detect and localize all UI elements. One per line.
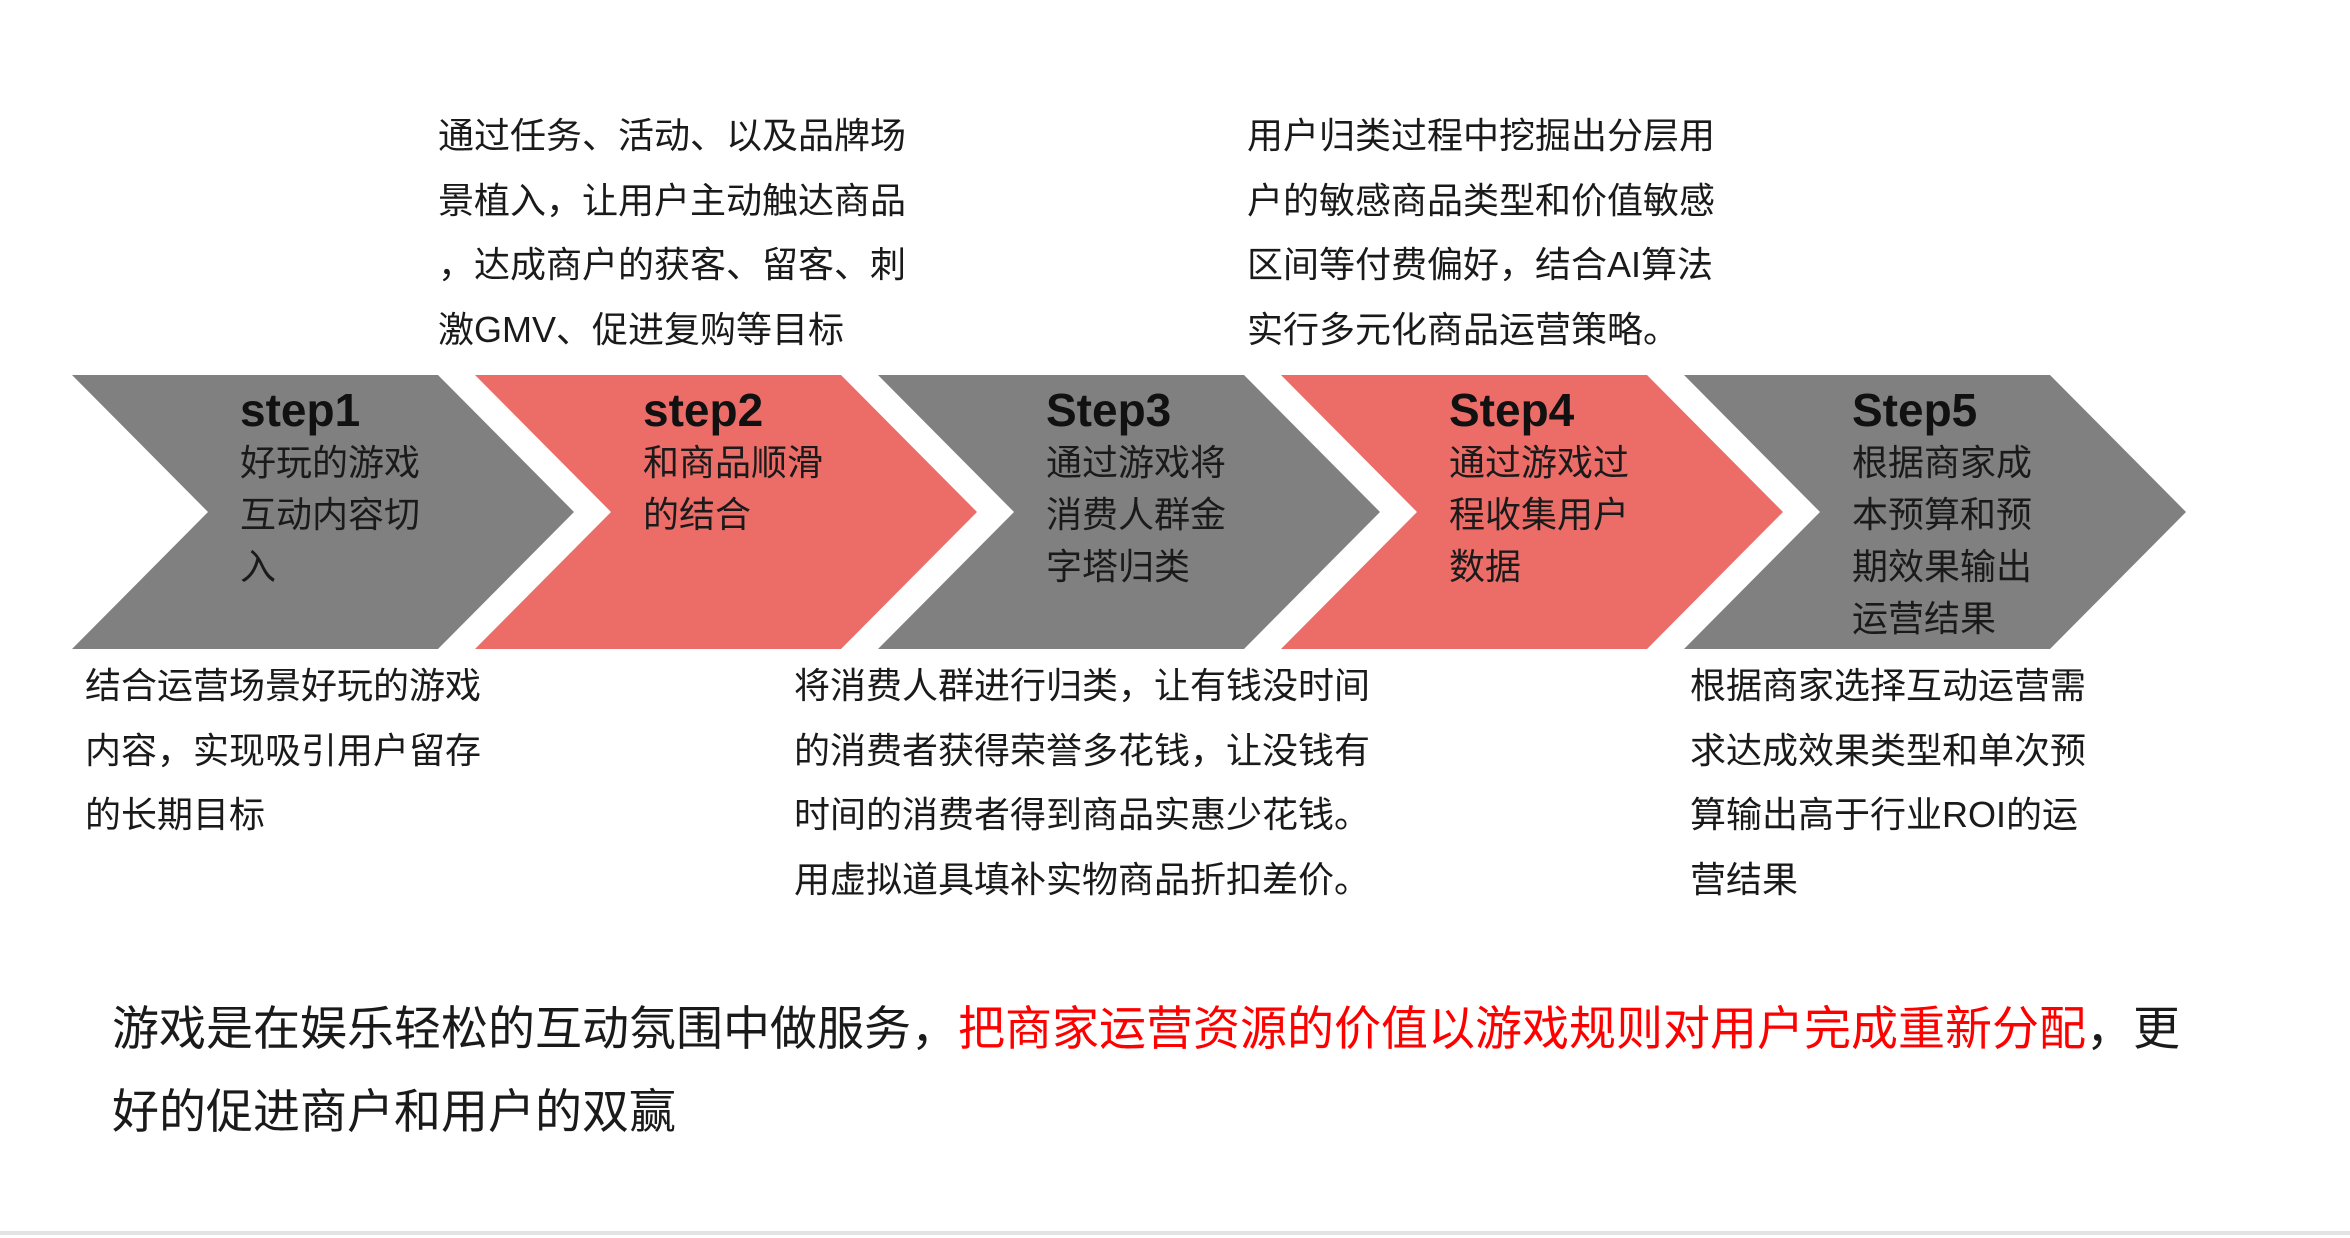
note-line: 用虚拟道具填补实物商品折扣差价。 [794,858,1371,900]
note-line: 将消费人群进行归类，让有钱没时间 [794,665,1371,706]
chevron-step1 [72,375,574,649]
step1-description: 好玩的游戏 互动内容切 入 [240,437,420,593]
note-below-step1: 结合运营场景好玩的游戏 内容，实现吸引用户留存 的长期目标 [85,654,481,848]
note-line: 通过任务、活动、以及品牌场 [438,115,907,156]
step3-description-line: 通过游戏将 [1046,442,1227,483]
note-line: 实行多元化商品运营策略。 [1247,308,1680,350]
note-below-step3: 将消费人群进行归类，让有钱没时间 的消费者获得荣誉多花钱，让没钱有 时间的消费者… [794,654,1370,912]
step5-description: 根据商家成 本预算和预 期效果输出 运营结果 [1852,437,2032,645]
summary-tail: ，更 [2086,1002,2180,1055]
summary-lead: 游戏是在娱乐轻松的互动氛围中做服务， [112,1002,958,1055]
note-line: 根据商家选择互动运营需 [1690,665,2087,706]
bottom-divider [0,1231,2350,1235]
step2-description-line: 和商品顺滑 [643,442,824,483]
note-line: 景植入，让用户主动触达商品 [438,179,907,221]
step5-description-line: 本预算和预 [1852,494,2033,535]
step3-title: Step3 [1046,384,1172,436]
step1-description-line: 互动内容切 [240,494,421,535]
step4-description-line: 数据 [1449,546,1522,587]
step4-description: 通过游戏过 程收集用户 数据 [1449,437,1629,593]
step4-description-line: 通过游戏过 [1449,442,1630,483]
summary-highlight: 把商家运营资源的价值以游戏规则对用户完成重新分配 [958,1002,2086,1055]
note-line: 营结果 [1690,858,1799,900]
summary-line-2: 好的促进商户和用户的双赢 [112,1085,676,1138]
step2-title: step2 [643,384,764,436]
note-line: ，达成商户的获客、留客、刺 [438,244,907,285]
step5-description-line: 运营结果 [1852,598,1997,639]
note-line: 求达成效果类型和单次预 [1690,729,2087,771]
step3-description-line: 字塔归类 [1046,546,1191,587]
step5-description-line: 根据商家成 [1852,442,2033,483]
step4-description-line: 程收集用户 [1449,494,1630,535]
note-line: 的长期目标 [85,794,266,835]
chevron-step5 [1684,375,2186,649]
step2-description-line: 的结合 [643,494,752,535]
step1-title: step1 [240,384,361,436]
step5-title: Step5 [1852,384,1978,436]
note-below-step5: 根据商家选择互动运营需 求达成效果类型和单次预 算输出高于行业ROI的运 营结果 [1690,654,2086,912]
step4-title: Step4 [1449,384,1575,436]
note-line: 区间等付费偏好，结合AI算法 [1247,244,1714,285]
step3-description-line: 消费人群金 [1046,494,1227,535]
summary-statement: 游戏是在娱乐轻松的互动氛围中做服务，把商家运营资源的价值以游戏规则对用户完成重新… [112,987,2180,1153]
step1-description-line: 好玩的游戏 [240,442,421,483]
note-above-step4: 用户归类过程中挖掘出分层用 户的敏感商品类型和价值敏感 区间等付费偏好，结合AI… [1247,104,1715,362]
note-line: 用户归类过程中挖掘出分层用 [1247,115,1716,156]
step5-description-line: 期效果输出 [1852,546,2033,587]
step1-description-line: 入 [240,546,277,587]
process-chevrons [72,375,2186,649]
note-line: 内容，实现吸引用户留存 [85,729,482,771]
note-line: 激GMV、促进复购等目标 [438,308,845,350]
chevron-step4 [1281,375,1783,649]
step2-description: 和商品顺滑 的结合 [643,437,823,541]
note-line: 时间的消费者得到商品实惠少花钱。 [794,794,1371,835]
note-line: 结合运营场景好玩的游戏 [85,665,482,706]
chevron-step3 [878,375,1380,649]
summary-line-1: 游戏是在娱乐轻松的互动氛围中做服务，把商家运营资源的价值以游戏规则对用户完成重新… [112,987,2180,1070]
step3-description: 通过游戏将 消费人群金 字塔归类 [1046,437,1226,593]
note-line: 户的敏感商品类型和价值敏感 [1247,179,1716,221]
note-line: 的消费者获得荣誉多花钱，让没钱有 [794,729,1371,771]
chevron-step2 [475,375,977,649]
note-above-step2: 通过任务、活动、以及品牌场 景植入，让用户主动触达商品 ，达成商户的获客、留客、… [438,104,906,362]
note-line: 算输出高于行业ROI的运 [1690,794,2079,835]
